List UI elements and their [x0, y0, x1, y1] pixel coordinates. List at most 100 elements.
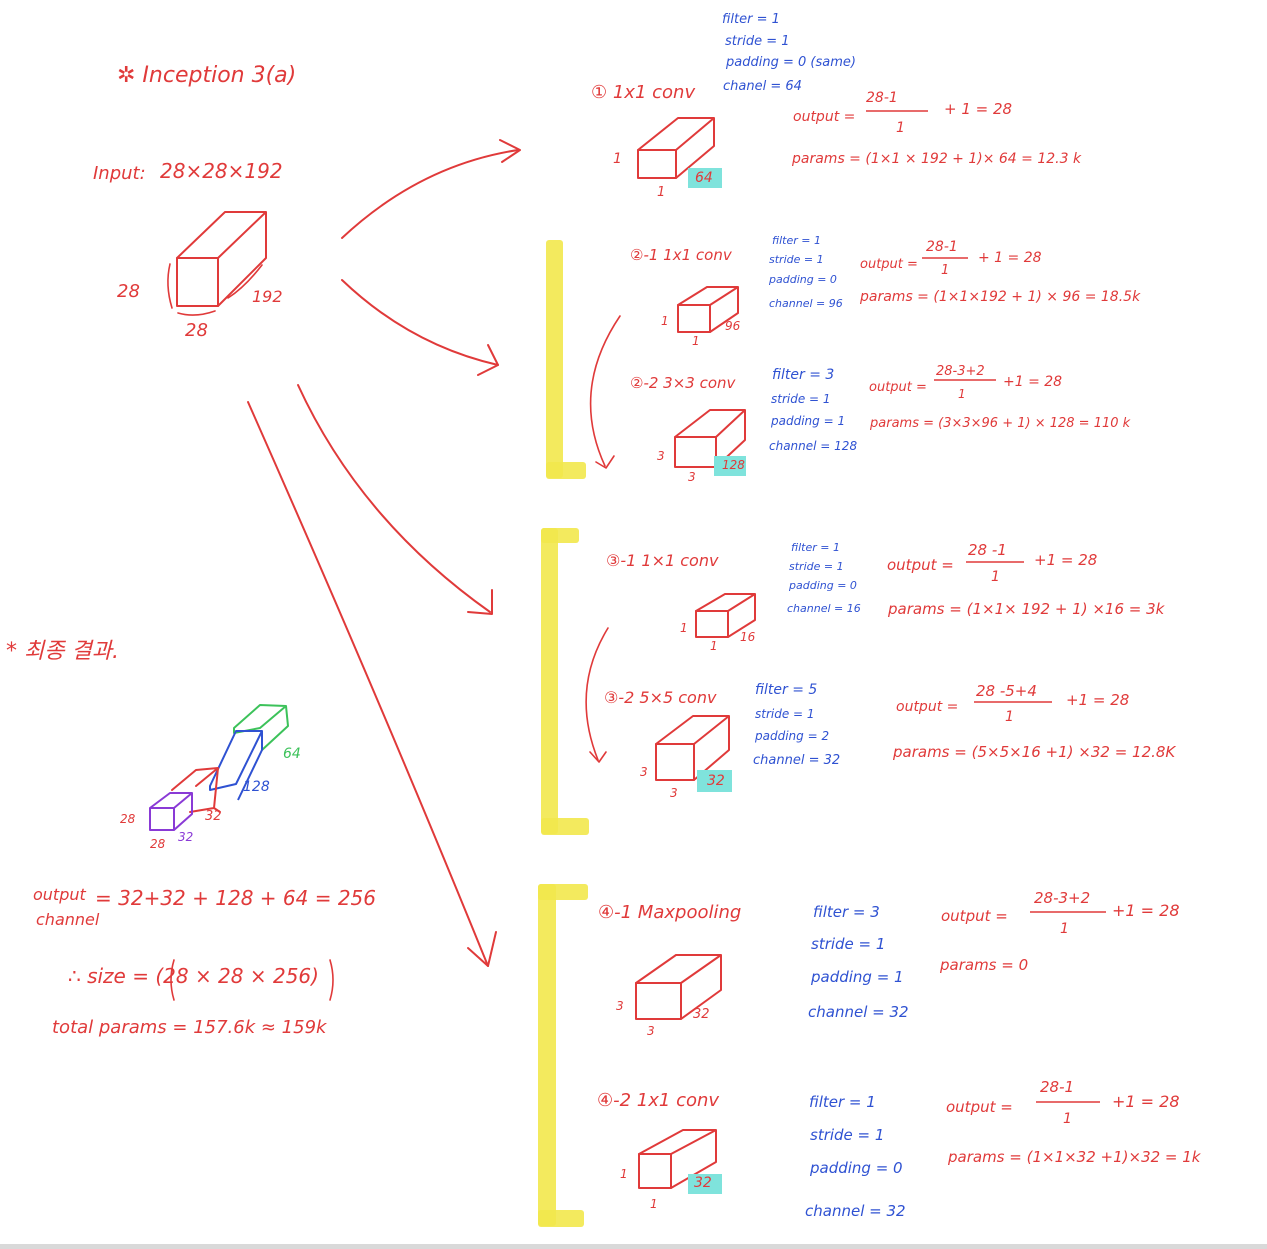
branch3-2-padding: padding = 2	[755, 730, 829, 742]
branch3-1-label: ③-1 1×1 conv	[606, 553, 718, 569]
branch4-2-output-label: output =	[946, 1100, 1013, 1115]
branch2-2-padding: padding = 1	[771, 415, 845, 427]
branch3-1-params: params = (1×1× 192 + 1) ×16 = 3k	[888, 602, 1164, 617]
branch1-output-label: output =	[793, 110, 855, 124]
arrow-to-branch2	[342, 280, 498, 375]
branch4-2-params: params = (1×1×32 +1)×32 = 1k	[948, 1150, 1201, 1165]
branch3-2-cube-w: 3	[670, 787, 678, 799]
output-channel-label-2: channel	[36, 912, 99, 928]
branch2-2-output-rest: +1 = 28	[1003, 375, 1062, 389]
branch2-2-filter: filter = 3	[772, 368, 834, 382]
branch2-1-cube-w: 1	[692, 335, 700, 347]
branch3-1-cube-h: 1	[680, 622, 688, 634]
result-depth-red: 32	[205, 810, 222, 823]
branch4-1-filter: filter = 3	[813, 905, 880, 920]
branch3-2-cube-h: 3	[640, 766, 648, 778]
result-total-params: total params = 157.6k ≈ 159k	[52, 1019, 326, 1037]
branch3-1-channel: channel = 16	[787, 603, 861, 614]
branch4-2-cube-h: 1	[620, 1168, 628, 1180]
branch3-2-output-num: 28 -5+4	[976, 684, 1037, 699]
branch1-cube-h: 1	[613, 152, 622, 166]
branch1-label: ① 1x1 conv	[591, 84, 695, 102]
arrow-branch2-internal	[591, 316, 620, 468]
branch2-1-params: params = (1×1×192 + 1) × 96 = 18.5k	[860, 290, 1140, 304]
branch2-1-output-num: 28-1	[926, 240, 958, 254]
branch3-1-cube-w: 1	[710, 640, 718, 652]
branch2-1-padding: padding = 0	[769, 274, 837, 285]
bottom-edge	[0, 1244, 1267, 1249]
branch1-channel: chanel = 64	[723, 80, 802, 93]
page-title: ✲ Inception 3(a)	[117, 65, 296, 87]
branch4-1-output-rest: +1 = 28	[1112, 903, 1180, 919]
branch4-1-channel: channel = 32	[808, 1005, 909, 1020]
branch2-1-cube-h: 1	[661, 315, 669, 327]
result-depth-green: 64	[283, 747, 301, 761]
branch3-2-output-label: output =	[896, 700, 958, 714]
branch1-output-rest: + 1 = 28	[944, 102, 1012, 117]
branch4-1-stride: stride = 1	[811, 937, 885, 952]
branch3-1-output-label: output =	[887, 558, 954, 573]
branch2-2-params: params = (3×3×96 + 1) × 128 = 110 k	[870, 417, 1130, 430]
branch3-1-output-rest: +1 = 28	[1034, 553, 1097, 568]
branch3-1-output-den: 1	[991, 570, 1000, 584]
branch3-2-channel: channel = 32	[753, 754, 840, 767]
branch2-2-channel: channel = 128	[769, 440, 857, 452]
branch3-2-params: params = (5×5×16 +1) ×32 = 12.8K	[893, 745, 1175, 760]
branch3-1-output-num: 28 -1	[968, 543, 1007, 558]
branch4-2-cube-w: 1	[650, 1198, 658, 1210]
branch4-1-output-den: 1	[1060, 922, 1069, 936]
branch2-1-label: ②-1 1x1 conv	[630, 248, 732, 263]
branch2-1-stride: stride = 1	[769, 254, 824, 265]
branch4-1-padding: padding = 1	[811, 970, 904, 985]
arrow-to-branch3	[298, 385, 492, 614]
branch4-1-cube-d: 32	[693, 1008, 710, 1021]
branch4-1-cube-h: 3	[616, 1000, 624, 1012]
branch2-2-cube-d: 128	[722, 459, 745, 471]
branch2-1-output-den: 1	[941, 264, 949, 277]
branch4-1-params: params = 0	[940, 958, 1028, 973]
input-label: Input:	[93, 165, 146, 183]
input-width: 28	[185, 322, 208, 340]
input-depth: 192	[252, 289, 283, 305]
branch4-2-label: ④-2 1x1 conv	[597, 1092, 719, 1110]
branch2-2-output-label: output =	[869, 381, 927, 394]
branch1-filter: filter = 1	[722, 13, 780, 26]
branch2-2-cube-h: 3	[657, 450, 665, 462]
branch1-output-num: 28-1	[866, 91, 898, 105]
output-channel-value: = 32+32 + 128 + 64 = 256	[95, 888, 376, 908]
branch1-cube-d: 64	[695, 171, 713, 185]
branch1-output-den: 1	[896, 121, 905, 135]
branch2-1-channel: channel = 96	[769, 298, 843, 309]
branch3-2-output-rest: +1 = 28	[1066, 693, 1129, 708]
input-dims: 28×28×192	[160, 161, 283, 181]
branch1-params: params = (1×1 × 192 + 1)× 64 = 12.3 k	[792, 152, 1081, 166]
arrow-to-branch4	[248, 402, 496, 966]
branch4-1-output-num: 28-3+2	[1034, 891, 1090, 906]
highlight-bracket-branch3	[541, 528, 589, 835]
result-depth-purple: 32	[178, 831, 193, 843]
branch4-2-padding: padding = 0	[810, 1161, 903, 1176]
branch4-1-cube-w: 3	[647, 1025, 655, 1037]
branch4-2-cube-d: 32	[694, 1176, 712, 1190]
branch4-2-channel: channel = 32	[805, 1204, 906, 1219]
branch1-padding: padding = 0 (same)	[726, 56, 856, 69]
input-height: 28	[117, 283, 140, 301]
branch2-2-output-num: 28-3+2	[936, 365, 985, 378]
branch4-2-stride: stride = 1	[810, 1128, 884, 1143]
result-stack-height: 28	[120, 813, 135, 825]
branch3-2-cube-d: 32	[707, 774, 725, 788]
branch1-stride: stride = 1	[725, 35, 790, 48]
branch4-2-output-rest: +1 = 28	[1112, 1094, 1180, 1110]
result-depth-blue: 128	[243, 780, 270, 794]
highlight-bracket-branch2	[546, 240, 586, 479]
branch2-1-output-rest: + 1 = 28	[978, 251, 1042, 265]
branch3-2-filter: filter = 5	[755, 683, 817, 697]
result-size: ∴ size = (28 × 28 × 256)	[68, 966, 319, 986]
branch2-2-label: ②-2 3×3 conv	[630, 376, 735, 391]
branch3-1-padding: padding = 0	[789, 580, 857, 591]
branch3-2-label: ③-2 5×5 conv	[604, 690, 716, 706]
branch4-2-filter: filter = 1	[809, 1095, 876, 1110]
result-title: * 최종 결과.	[6, 641, 119, 663]
branch4-2-output-num: 28-1	[1040, 1080, 1074, 1095]
